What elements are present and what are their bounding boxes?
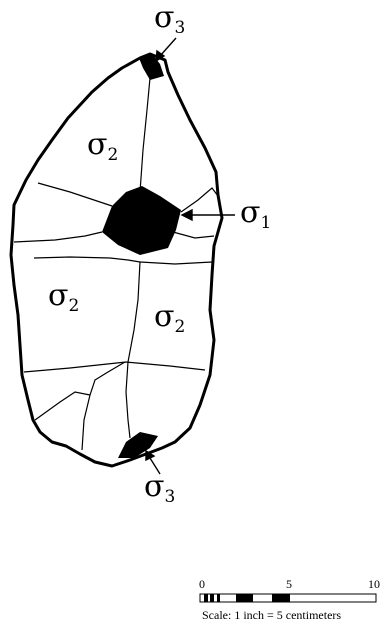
scale-tick-5: 5	[286, 577, 292, 591]
scale-caption: Scale: 1 inch = 5 centimeters	[202, 608, 341, 622]
scale-segment	[210, 594, 214, 602]
rock-outline	[11, 54, 222, 466]
scale-tick-10: 10	[368, 577, 380, 591]
sigma3-top-label: σ3	[154, 0, 185, 38]
scale-bar: 0 5 10 Scale: 1 inch = 5 centimeters	[199, 577, 380, 622]
scale-segment	[204, 594, 208, 602]
scale-segment	[272, 594, 290, 602]
scale-segment	[236, 594, 253, 602]
scale-segment	[217, 594, 220, 602]
scale-tick-0: 0	[199, 577, 205, 591]
sigma3-top-arrow	[160, 38, 176, 56]
sigma1-label: σ1	[240, 195, 271, 233]
sigma3-bottom-label: σ3	[144, 469, 175, 507]
